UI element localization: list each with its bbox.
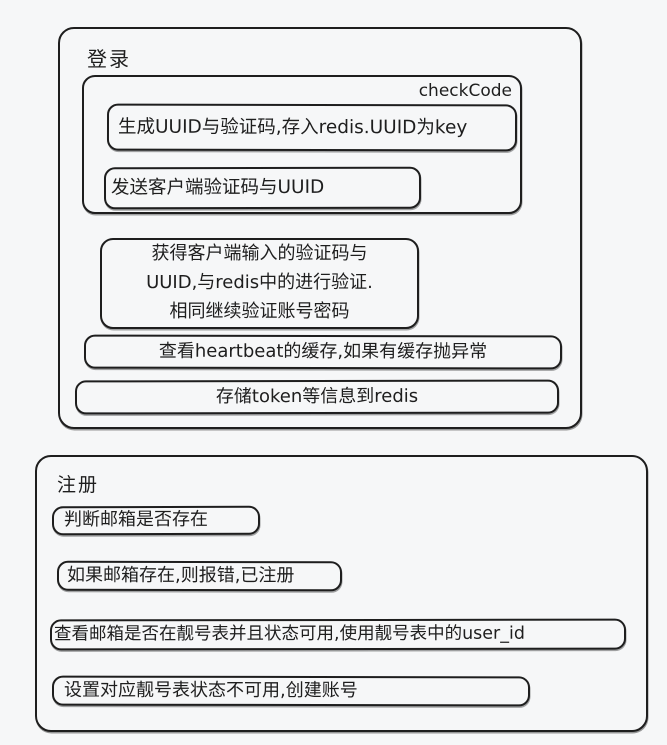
login-group-title: 登录: [87, 47, 131, 71]
login-step-send-code[interactable]: 发送客户端验证码与UUID: [103, 166, 422, 210]
login-step-verify-code[interactable]: 获得客户端输入的验证码与 UUID,与redis中的进行验证. 相同继续验证账号…: [100, 238, 419, 329]
login-step-heartbeat-cache[interactable]: 查看heartbeat的缓存,如果有缓存抛异常: [83, 334, 563, 370]
register-step-email-exists-error[interactable]: 如果邮箱存在,则报错,已注册: [56, 560, 343, 592]
login-step-store-token[interactable]: 存储token等信息到redis: [74, 379, 560, 415]
register-step-create-account[interactable]: 设置对应靓号表状态不可用,创建账号: [51, 675, 531, 707]
checkcode-group-frame[interactable]: checkCode 生成UUID与验证码,存入redis.UUID为key 发送…: [82, 75, 522, 214]
login-step-generate-uuid[interactable]: 生成UUID与验证码,存入redis.UUID为key: [106, 103, 518, 152]
register-group-frame[interactable]: 注册 判断邮箱是否存在 如果邮箱存在,则报错,已注册 查看邮箱是否在靓号表并且状…: [35, 455, 648, 732]
login-group-frame[interactable]: 登录 checkCode 生成UUID与验证码,存入redis.UUID为key…: [58, 27, 582, 429]
register-group-title: 注册: [57, 474, 100, 496]
register-step-check-nice-number[interactable]: 查看邮箱是否在靓号表并且状态可用,使用靓号表中的user_id: [49, 618, 627, 651]
register-step-check-email[interactable]: 判断邮箱是否存在: [51, 505, 261, 536]
checkcode-group-label: checkCode: [418, 81, 512, 101]
